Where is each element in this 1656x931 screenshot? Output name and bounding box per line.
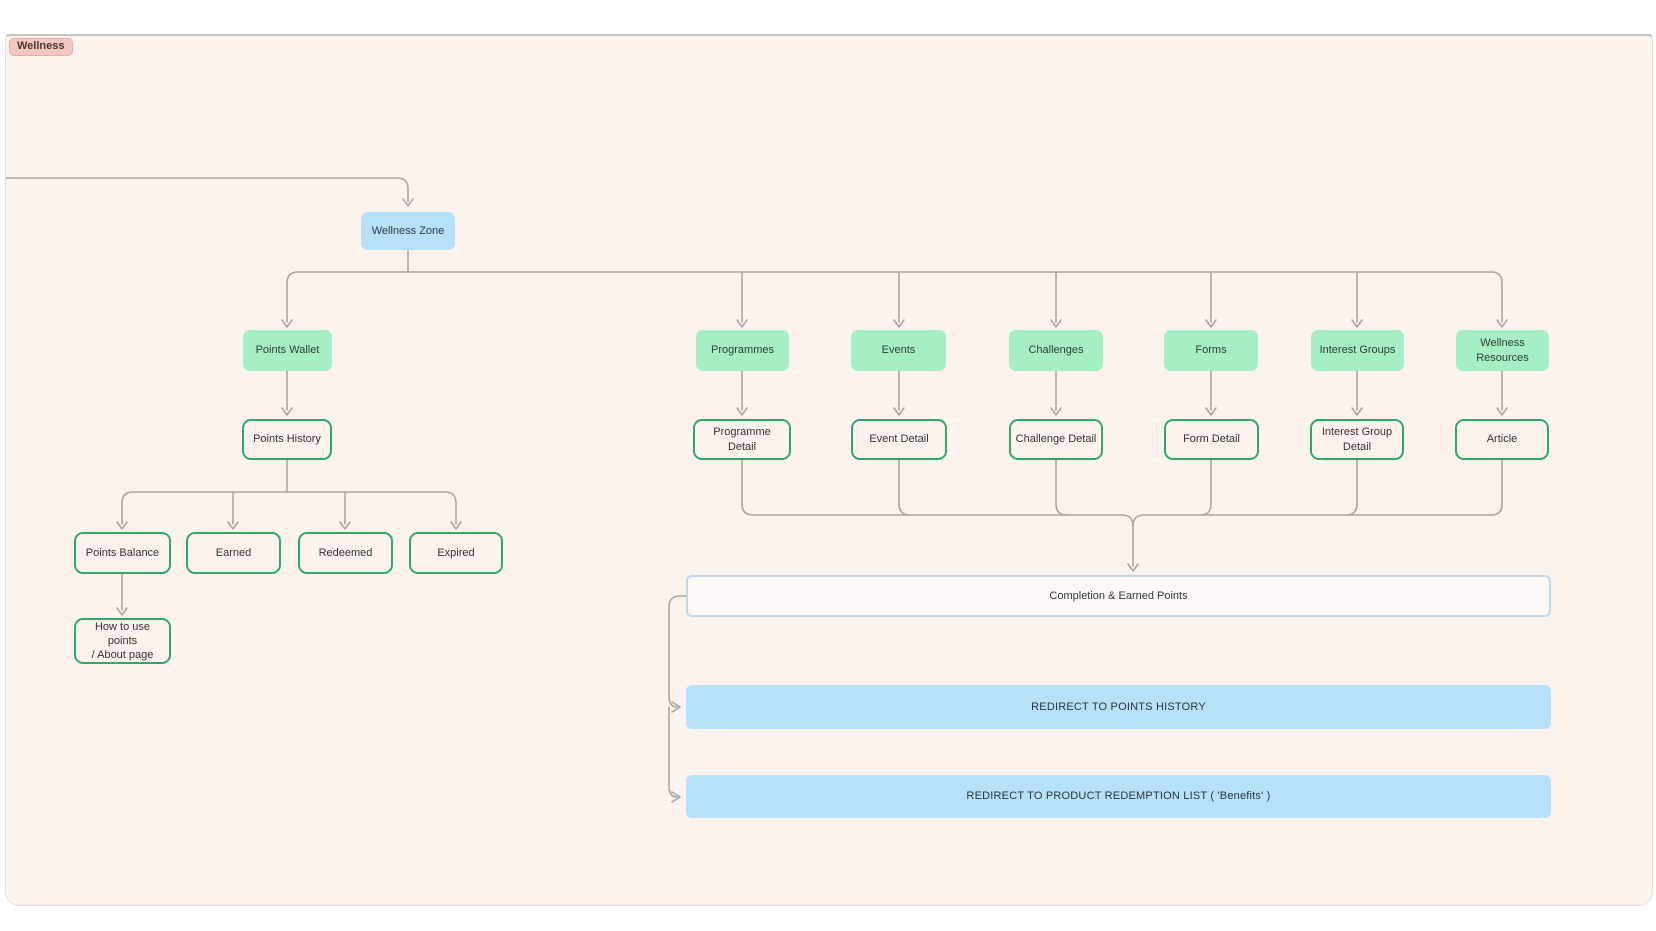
section-tag-wellness[interactable]: Wellness <box>9 38 73 57</box>
node-article[interactable]: Article <box>1455 419 1549 460</box>
node-interest-groups[interactable]: Interest Groups <box>1311 330 1404 371</box>
node-redirect-product-redemption[interactable]: REDIRECT TO PRODUCT REDEMPTION LIST ( 'B… <box>686 775 1551 818</box>
node-expired[interactable]: Expired <box>409 532 503 574</box>
node-wellness-zone[interactable]: Wellness Zone <box>361 212 455 250</box>
node-wellness-resources[interactable]: Wellness Resources <box>1456 330 1549 371</box>
node-challenge-detail[interactable]: Challenge Detail <box>1009 419 1103 460</box>
node-challenges[interactable]: Challenges <box>1009 330 1103 371</box>
node-events[interactable]: Events <box>851 330 946 371</box>
node-programme-detail[interactable]: Programme Detail <box>693 419 791 460</box>
node-points-balance[interactable]: Points Balance <box>74 532 171 574</box>
node-forms[interactable]: Forms <box>1164 330 1258 371</box>
node-redirect-points-history[interactable]: REDIRECT TO POINTS HISTORY <box>686 685 1551 729</box>
node-points-history[interactable]: Points History <box>242 419 332 460</box>
node-redeemed[interactable]: Redeemed <box>298 532 393 574</box>
node-form-detail[interactable]: Form Detail <box>1164 419 1259 460</box>
node-earned[interactable]: Earned <box>186 532 281 574</box>
diagram-layer: Wellness Wellness Zone Points Wallet Pro… <box>6 36 1652 905</box>
node-points-wallet[interactable]: Points Wallet <box>243 330 332 371</box>
diagram-board[interactable]: Wellness Wellness Zone Points Wallet Pro… <box>5 34 1653 906</box>
node-how-to-use-points[interactable]: How to use points / About page <box>74 618 171 664</box>
node-completion-earned-points[interactable]: Completion & Earned Points <box>686 575 1551 617</box>
node-interest-group-detail[interactable]: Interest Group Detail <box>1310 419 1404 460</box>
node-programmes[interactable]: Programmes <box>696 330 789 371</box>
node-event-detail[interactable]: Event Detail <box>851 419 947 460</box>
